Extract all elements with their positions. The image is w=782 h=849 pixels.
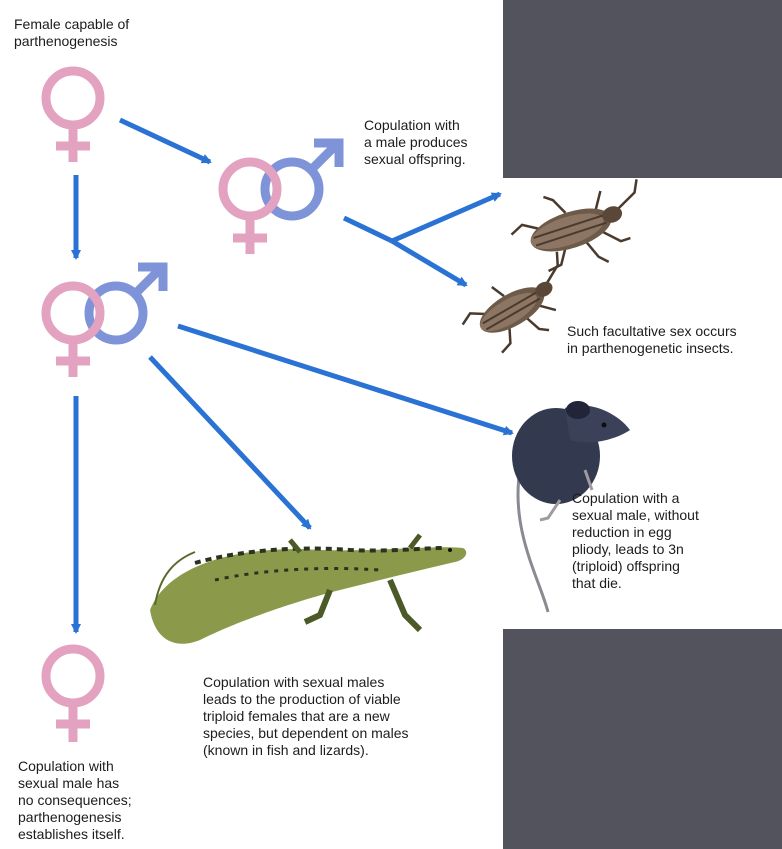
arrow-to-mouse <box>178 326 512 433</box>
arrow-to-beetle-bottom <box>392 241 466 285</box>
lizard-icon <box>150 535 466 644</box>
arrow-to-couple <box>120 120 210 162</box>
label-no-consequences: Copulation with sexual male has no conse… <box>18 758 132 843</box>
arrow-fork-stem <box>344 218 392 241</box>
female-symbol-icon <box>46 71 100 162</box>
female-symbol-bottom-icon <box>46 649 100 742</box>
label-facultative-sex: Such facultative sex occurs in parthenog… <box>567 323 737 357</box>
couple-symbol-icon <box>223 143 339 254</box>
label-female-parthenogenesis: Female capable of parthenogenesis <box>14 16 129 50</box>
label-copulation-sexual-offspring: Copulation with a male produces sexual o… <box>364 117 468 168</box>
label-triploid-offspring-die: Copulation with a sexual male, without r… <box>572 490 699 592</box>
beetle-icon <box>503 168 658 288</box>
label-triploid-females-new-species: Copulation with sexual males leads to th… <box>203 674 408 759</box>
couple-symbol-left-icon <box>46 267 163 377</box>
arrow-to-lizard <box>150 357 310 528</box>
arrow-to-beetle-top <box>392 194 500 241</box>
